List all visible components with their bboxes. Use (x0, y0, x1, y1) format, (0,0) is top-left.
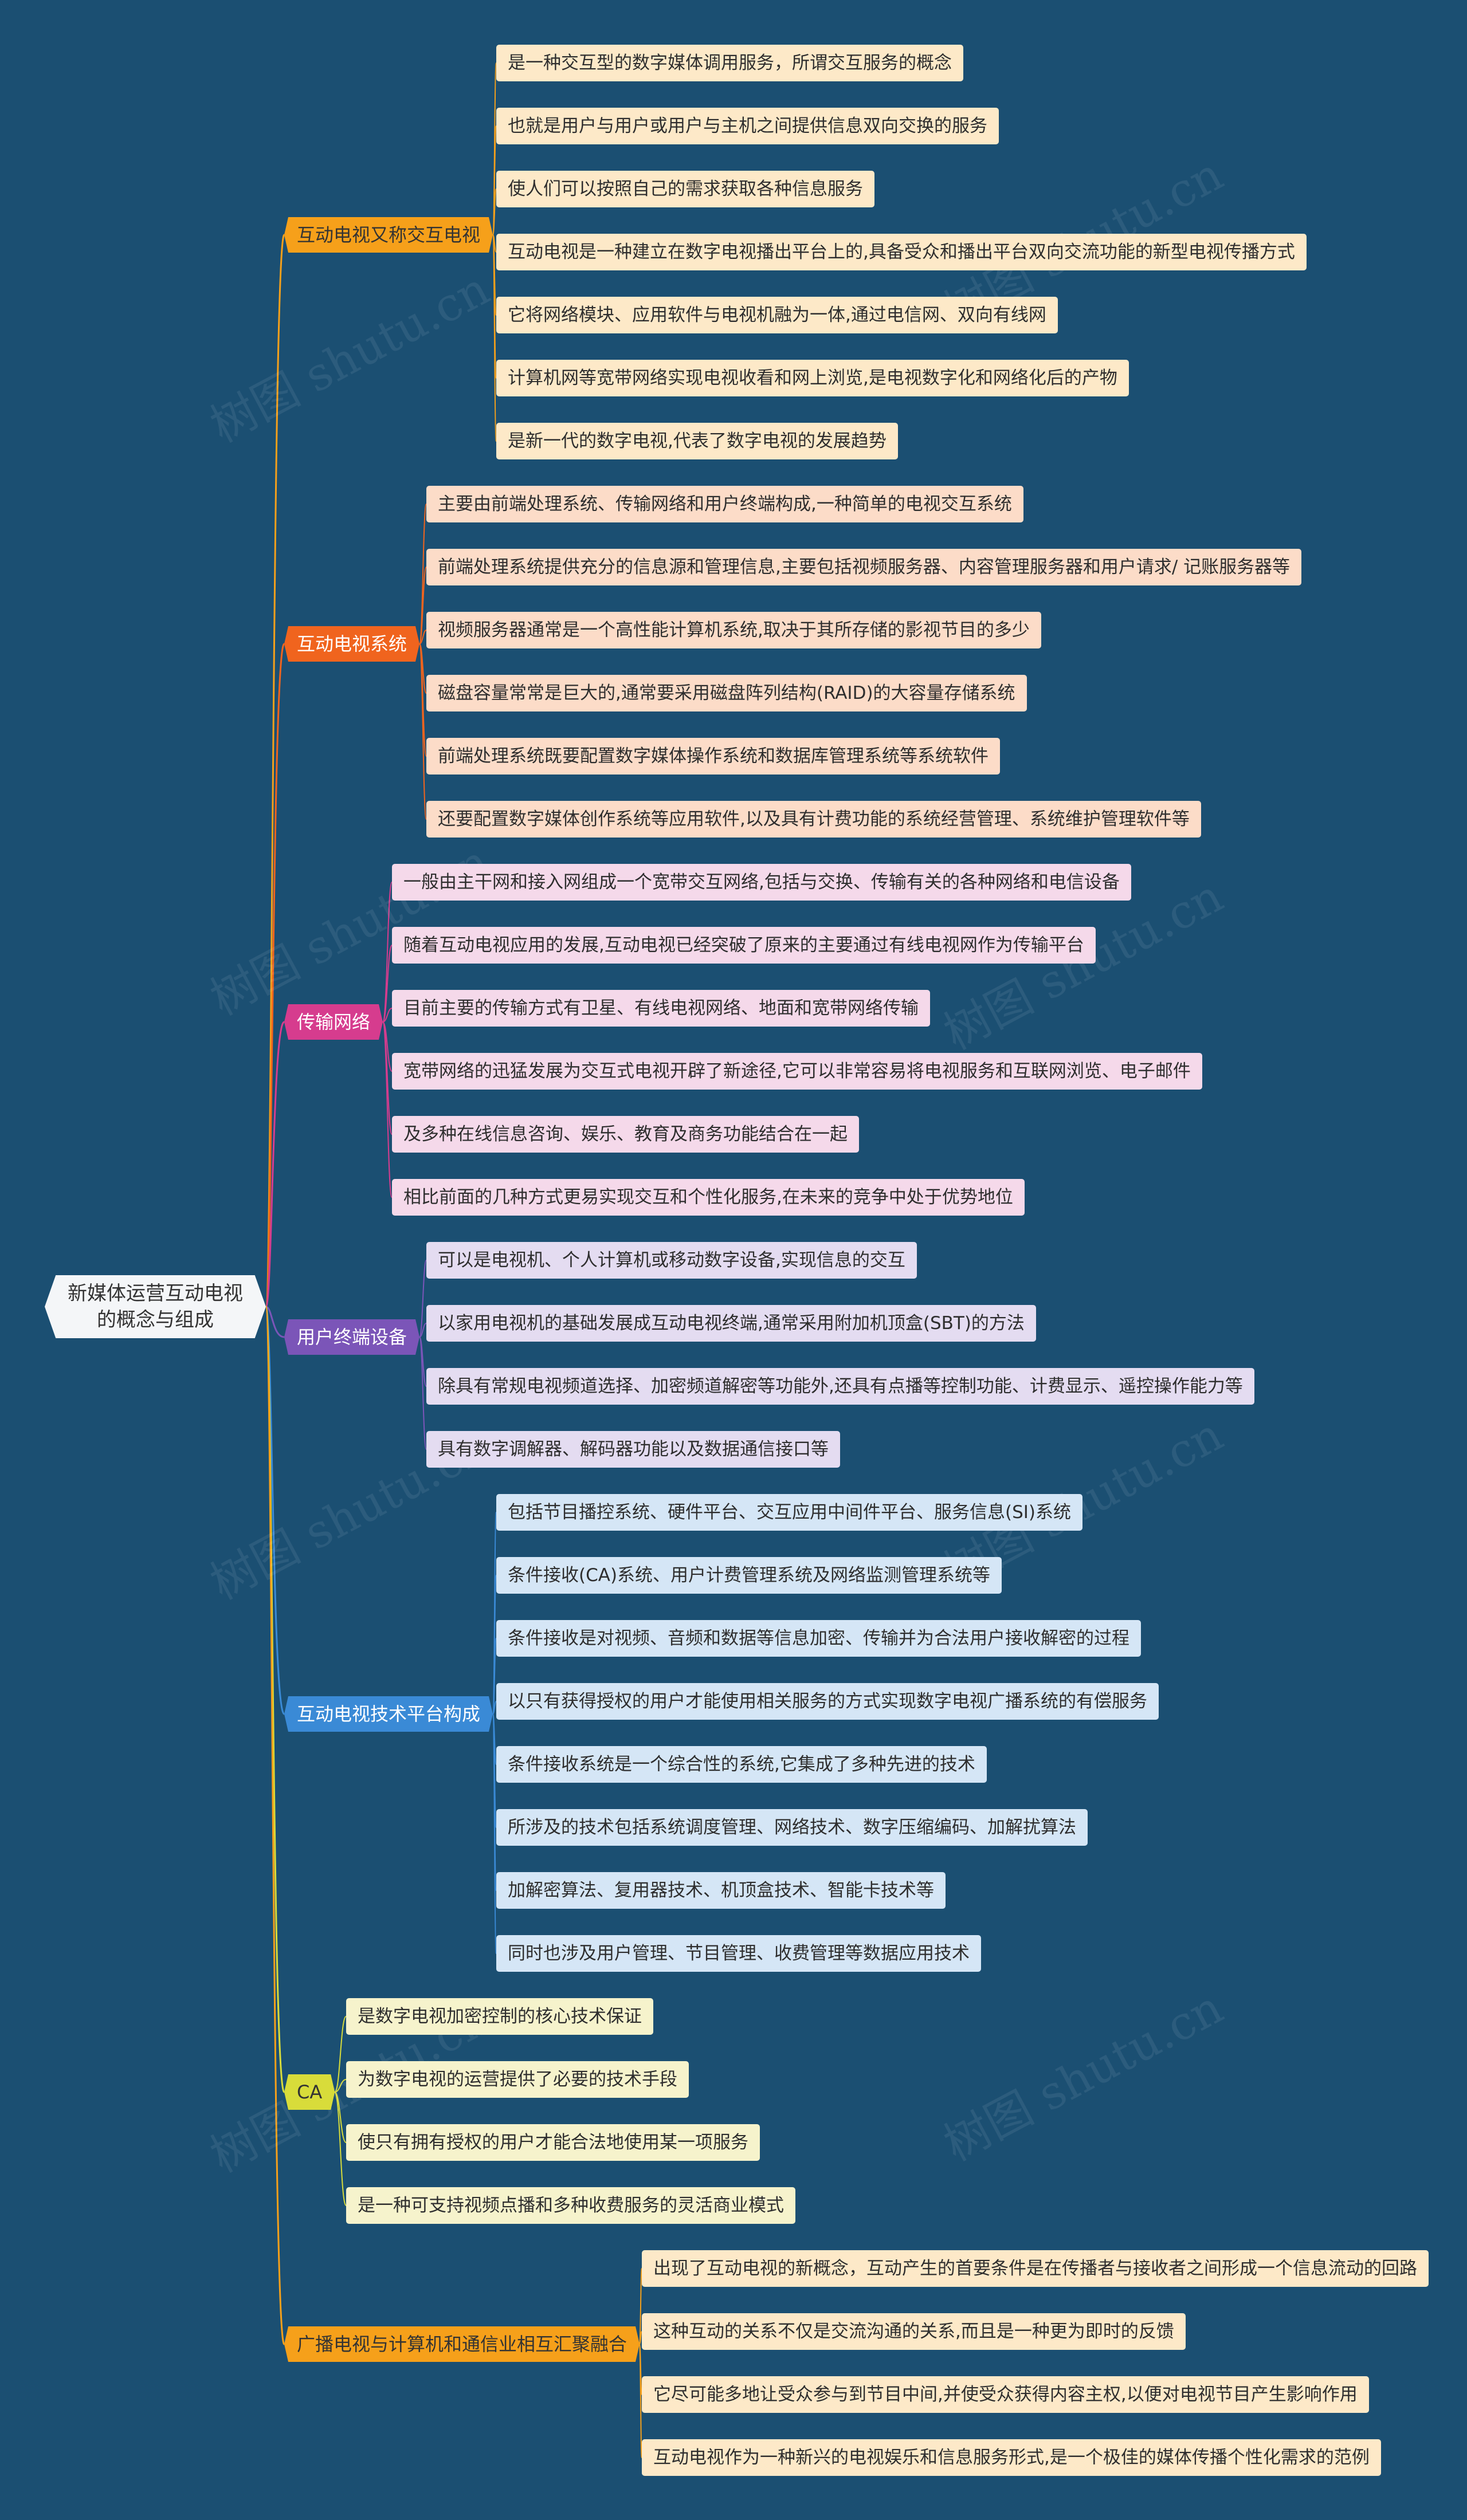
leaf-topic[interactable]: 为数字电视的运营提供了必要的技术手段 (346, 2061, 689, 2098)
branch-leaf-connector (492, 1713, 497, 1954)
root-branch-connector (265, 1306, 285, 1338)
branch-leaf-connector (382, 945, 393, 1023)
leaf-topic[interactable]: 主要由前端处理系统、传输网络和用户终端构成,一种简单的电视交互系统 (426, 486, 1023, 522)
root-branch-connector (265, 1021, 285, 1308)
leaf-topic[interactable]: 磁盘容量常常是巨大的,通常要采用磁盘阵列结构(RAID)的大容量存储系统 (426, 675, 1027, 711)
branch-leaf-connector (419, 567, 427, 644)
branch-leaf-connector (639, 2344, 642, 2458)
leaf-topic[interactable]: 所涉及的技术包括系统调度管理、网络技术、数字压缩编码、加解扰算法 (496, 1809, 1088, 1846)
leaf-topic[interactable]: 同时也涉及用户管理、节目管理、收费管理等数据应用技术 (496, 1935, 981, 1972)
leaf-topic[interactable]: 是数字电视加密控制的核心技术保证 (346, 1998, 653, 2035)
branch-leaf-connector (419, 1323, 427, 1338)
leaf-topic[interactable]: 是一种交互型的数字媒体调用服务，所谓交互服务的概念 (496, 45, 963, 81)
leaf-topic[interactable]: 一般由主干网和接入网组成一个宽带交互网络,包括与交换、传输有关的各种网络和电信设… (392, 864, 1131, 901)
branch-leaf-connector (419, 504, 427, 644)
leaf-topic[interactable]: 互动电视是一种建立在数字电视播出平台上的,具备受众和播出平台双向交流功能的新型电… (496, 234, 1307, 270)
leaf-topic[interactable]: 出现了互动电视的新概念，互动产生的首要条件是在传播者与接收者之间形成一个信息流动… (642, 2250, 1429, 2287)
leaf-topic[interactable]: 随着互动电视应用的发展,互动电视已经突破了原来的主要通过有线电视网作为传输平台 (392, 927, 1096, 964)
leaf-topic[interactable]: 前端处理系统提供充分的信息源和管理信息,主要包括视频服务器、内容管理服务器和用户… (426, 549, 1302, 585)
leaf-topic[interactable]: 计算机网等宽带网络实现电视收看和网上浏览,是电视数字化和网络化后的产物 (496, 360, 1129, 396)
branch-leaf-connector (492, 1701, 497, 1715)
leaf-topic[interactable]: 也就是用户与用户或用户与主机之间提供信息双向交换的服务 (496, 108, 999, 144)
branch-leaf-connector (382, 882, 393, 1023)
leaf-topic[interactable]: 它将网络模块、应用软件与电视机融为一体,通过电信网、双向有线网 (496, 297, 1058, 333)
branch-leaf-connector (382, 1008, 393, 1023)
leaf-topic[interactable]: 具有数字调解器、解码器功能以及数据通信接口等 (426, 1431, 840, 1468)
root-branch-connector (265, 234, 285, 1308)
root-topic[interactable]: 新媒体运营互动电视的概念与组成 (45, 1275, 266, 1338)
leaf-topic[interactable]: 及多种在线信息咨询、娱乐、教育及商务功能结合在一起 (392, 1116, 859, 1153)
leaf-topic[interactable]: 除具有常规电视频道选择、加密频道解密等功能外,还具有点播等控制功能、计费显示、遥… (426, 1368, 1254, 1405)
branch-leaf-connector (419, 630, 427, 644)
root-branch-connector (265, 643, 285, 1308)
branch-leaf-connector (492, 1638, 497, 1715)
leaf-topic[interactable]: 以只有获得授权的用户才能使用相关服务的方式实现数字电视广播系统的有偿服务 (496, 1683, 1159, 1720)
leaf-topic[interactable]: 条件接收系统是一个综合性的系统,它集成了多种先进的技术 (496, 1746, 987, 1783)
branch-leaf-connector (334, 2092, 347, 2143)
leaf-topic[interactable]: 视频服务器通常是一个高性能计算机系统,取决于其所存储的影视节目的多少 (426, 612, 1041, 648)
branch-leaf-connector (419, 1336, 427, 1450)
branch-leaf-connector (334, 2092, 347, 2206)
leaf-topic[interactable]: 还要配置数字媒体创作系统等应用软件,以及具有计费功能的系统经营管理、系统维护管理… (426, 801, 1201, 838)
leaf-topic[interactable]: 条件接收(CA)系统、用户计费管理系统及网络监测管理系统等 (496, 1557, 1002, 1594)
leaf-topic[interactable]: 它尽可能多地让受众参与到节目中间,并使受众获得内容主权,以便对电视节目产生影响作… (642, 2376, 1369, 2413)
branch-leaf-connector (492, 188, 497, 235)
leaf-topic[interactable]: 是新一代的数字电视,代表了数字电视的发展趋势 (496, 423, 898, 459)
branch-topic[interactable]: 互动电视系统 (284, 626, 419, 662)
leaf-topic[interactable]: 条件接收是对视频、音频和数据等信息加密、传输并为合法用户接收解密的过程 (496, 1620, 1141, 1657)
leaf-topic[interactable]: 相比前面的几种方式更易实现交互和个性化服务,在未来的竞争中处于优势地位 (392, 1179, 1025, 1216)
leaf-topic[interactable]: 宽带网络的迅猛发展为交互式电视开辟了新途径,它可以非常容易将电视服务和互联网浏览… (392, 1053, 1202, 1090)
branch-leaf-connector (419, 1260, 427, 1338)
branch-topic[interactable]: 互动电视又称交互电视 (284, 217, 493, 253)
branch-topic[interactable]: 广播电视与计算机和通信业相互汇聚融合 (284, 2326, 640, 2362)
leaf-topic[interactable]: 包括节目播控系统、硬件平台、交互应用中间件平台、服务信息(SI)系统 (496, 1494, 1083, 1531)
leaf-topic[interactable]: 使人们可以按照自己的需求获取各种信息服务 (496, 171, 874, 207)
leaf-topic[interactable]: 加解密算法、复用器技术、机顶盒技术、智能卡技术等 (496, 1872, 946, 1909)
leaf-topic[interactable]: 可以是电视机、个人计算机或移动数字设备,实现信息的交互 (426, 1242, 917, 1279)
branch-leaf-connector (419, 643, 427, 820)
leaf-topic[interactable]: 前端处理系统既要配置数字媒体操作系统和数据库管理系统等系统软件 (426, 738, 1000, 775)
leaf-topic[interactable]: 是一种可支持视频点播和多种收费服务的灵活商业模式 (346, 2187, 795, 2224)
branch-topic[interactable]: 互动电视技术平台构成 (284, 1696, 493, 1732)
leaf-topic[interactable]: 互动电视作为一种新兴的电视娱乐和信息服务形式,是一个极佳的媒体传播个性化需求的范… (642, 2439, 1381, 2476)
root-branch-connector (265, 1306, 285, 2345)
leaf-topic[interactable]: 以家用电视机的基础发展成互动电视终端,通常采用附加机顶盒(SBT)的方法 (426, 1305, 1036, 1342)
branch-topic[interactable]: CA (284, 2074, 335, 2110)
branch-topic[interactable]: 用户终端设备 (284, 1319, 419, 1355)
branch-topic[interactable]: 传输网络 (284, 1004, 383, 1040)
branch-leaf-connector (492, 234, 497, 442)
leaf-topic[interactable]: 这种互动的关系不仅是交流沟通的关系,而且是一种更为即时的反馈 (642, 2313, 1186, 2350)
leaf-topic[interactable]: 目前主要的传输方式有卫星、有线电视网络、地面和宽带网络传输 (392, 990, 930, 1027)
leaf-topic[interactable]: 使只有拥有授权的用户才能合法地使用某一项服务 (346, 2124, 760, 2161)
branch-leaf-connector (334, 2079, 347, 2093)
branch-leaf-connector (334, 2016, 347, 2093)
branch-leaf-connector (382, 1021, 393, 1198)
